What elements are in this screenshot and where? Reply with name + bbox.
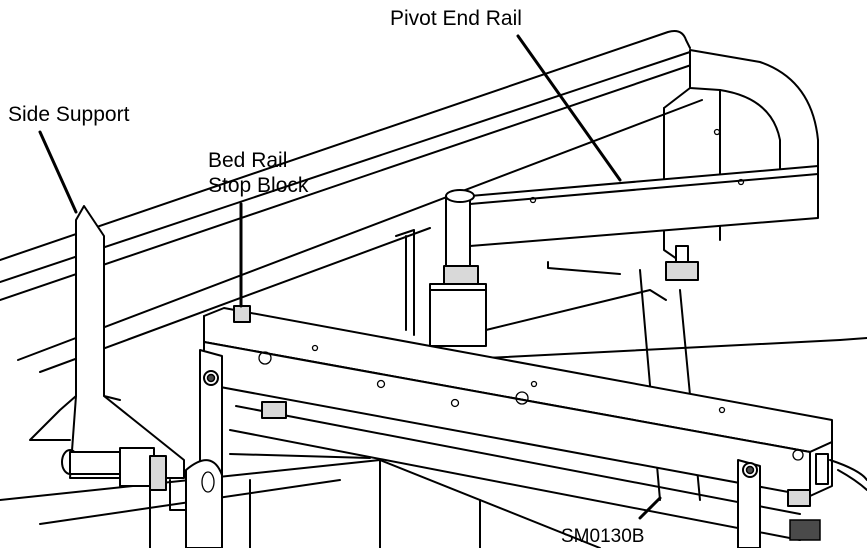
pivot-end-rail-label: Pivot End Rail xyxy=(390,6,522,31)
side-support-text: Side Support xyxy=(8,103,130,126)
side-support-leader xyxy=(38,130,78,214)
bed-rail-stop-block-line1: Bed Rail xyxy=(208,149,288,172)
bed-rail-nuts xyxy=(261,401,821,541)
bed-rail-stop-block-label: Bed Rail Stop Block xyxy=(208,148,308,198)
pivot-end-rail-leader xyxy=(516,34,622,182)
left-bracket-plate xyxy=(185,349,223,548)
bed-rail xyxy=(203,307,833,497)
right-bracket-plate xyxy=(737,459,761,548)
drawing-code-leader xyxy=(638,496,662,520)
drawing-code-label: SM0130B xyxy=(561,527,644,547)
pivot-end-bracket xyxy=(663,49,819,269)
bed-rail-stop-block-line2: Stop Block xyxy=(208,174,309,197)
pivot-end-rail-bar xyxy=(469,165,819,247)
pivot-pin-assembly xyxy=(429,189,487,347)
pivot-rail-nut xyxy=(665,245,699,281)
side-support-label: Side Support xyxy=(8,102,129,127)
side-support xyxy=(29,205,187,511)
stop-block xyxy=(233,305,251,323)
drawing-code-text: SM0130B xyxy=(561,526,645,547)
pivot-end-rail-text: Pivot End Rail xyxy=(390,7,522,30)
